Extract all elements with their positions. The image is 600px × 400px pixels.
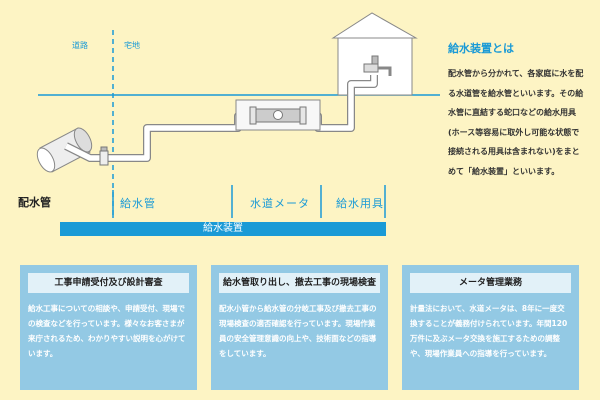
card-text: 計量法において、水道メータは、8年に一度交換することが義務付けられています。年間…	[410, 304, 568, 358]
water-supply-device-band: 給水装置	[60, 222, 386, 236]
water-supply-diagram	[36, 12, 440, 218]
distribution-pipe-icon	[36, 127, 93, 173]
card-site-inspection: 給水管取り出し、撤去工事の現場検査 配水小管から給水管の分岐工事及び撤去工事の現…	[211, 265, 388, 390]
card-meter-management: メータ管理業務 計量法において、水道メータは、8年に一度交換することが義務付けら…	[402, 265, 579, 390]
info-text: 配水管から分かれて、各家庭に水を配る水道管を給水管といいます。その給水管に直結す…	[448, 69, 584, 176]
card-application-review: 工事申請受付及び設計審査 給水工事についての相談や、申請受付、現場での検査などを…	[20, 265, 197, 390]
water-fixtures-label: 給水用具	[336, 197, 384, 210]
card-text: 配水小管から給水管の分岐工事及び撤去工事の現場検査の適否確認を行っています。現場…	[219, 304, 377, 358]
faucet-icon	[363, 55, 392, 76]
card-title: 工事申請受付及び設計審査	[28, 273, 189, 293]
site-label: 宅地	[124, 41, 140, 50]
service-pipe	[64, 75, 378, 162]
road-label: 道路	[72, 41, 88, 50]
water-meter-icon	[235, 99, 321, 131]
water-meter-label: 水道メータ	[250, 197, 310, 210]
card-title: メータ管理業務	[410, 273, 571, 293]
service-pipe-label: 給水管	[120, 197, 156, 210]
card-text: 給水工事についての相談や、申請受付、現場での検査などを行っています。様々なお客さ…	[28, 304, 186, 358]
distribution-pipe-label: 配水管	[18, 196, 51, 209]
valve-icon	[99, 146, 109, 166]
card-title: 給水管取り出し、撤去工事の現場検査	[219, 273, 380, 293]
info-title: 給水装置とは	[448, 42, 514, 55]
info-panel: 給水装置とは 配水管から分かれて、各家庭に水を配る水道管を給水管といいます。その…	[448, 40, 586, 181]
